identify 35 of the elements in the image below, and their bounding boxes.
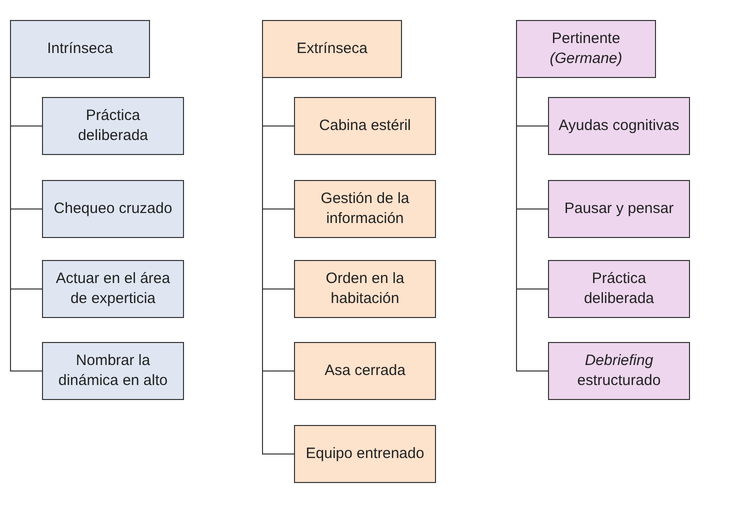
connector-line — [516, 78, 548, 372]
box-text: Chequeo cruzado — [54, 199, 172, 219]
box-text: Asa cerrada — [324, 361, 406, 381]
box-text: Equipo entrenado — [306, 444, 424, 464]
category-box — [262, 20, 402, 78]
box-text: Orden en la habitación — [324, 269, 406, 309]
item-box — [294, 97, 436, 155]
box-text: Intrínseca — [47, 39, 113, 59]
connector-line — [10, 78, 42, 372]
box-text: (Germane) — [550, 49, 622, 69]
item-box — [548, 180, 690, 238]
box-text: Actuar en el área de experticia — [54, 269, 172, 309]
category-box — [10, 20, 150, 78]
box-text: Práctica deliberada — [76, 106, 150, 146]
box-text: Debriefing estructurado — [576, 351, 662, 391]
item-box — [294, 260, 436, 318]
category-box — [516, 20, 656, 78]
box-text: Pausar y pensar — [564, 199, 674, 219]
box-text: Cabina estéril — [319, 116, 411, 136]
box-text: Ayudas cognitivas — [558, 116, 680, 136]
item-box — [294, 180, 436, 238]
item-box — [42, 260, 184, 318]
item-box — [42, 97, 184, 155]
box-text: Práctica deliberada — [582, 269, 656, 309]
item-box — [42, 180, 184, 238]
item-box — [548, 97, 690, 155]
item-box — [548, 342, 690, 400]
item-box — [42, 342, 184, 400]
box-text: Pertinente — [552, 29, 620, 49]
item-box — [294, 425, 436, 483]
box-text: Nombrar la dinámica en alto — [57, 351, 169, 391]
item-box — [294, 342, 436, 400]
item-box — [548, 260, 690, 318]
box-text: Extrínseca — [296, 39, 368, 59]
box-text: Gestión de la información — [320, 189, 410, 229]
